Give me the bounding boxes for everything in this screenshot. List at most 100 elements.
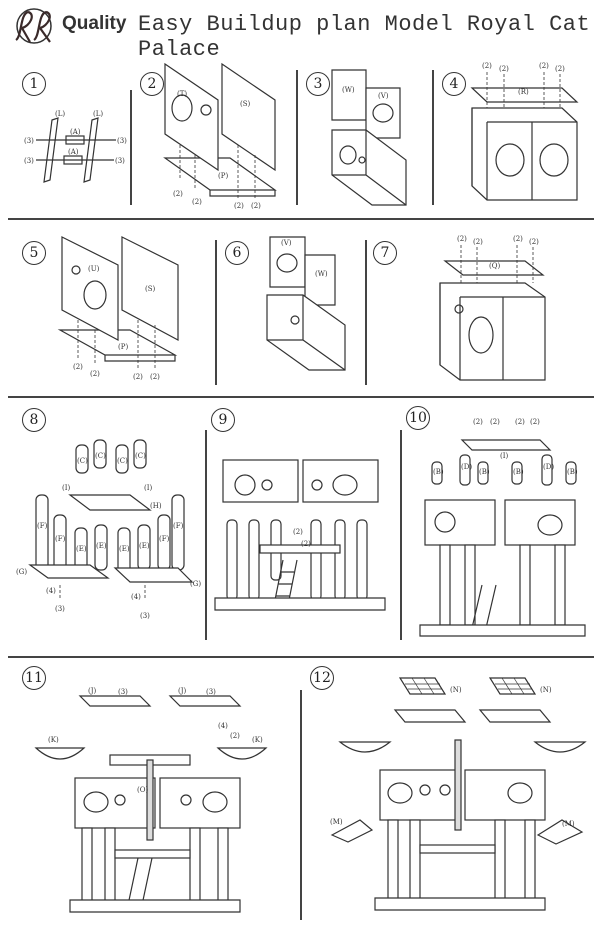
part-label: (2) xyxy=(251,202,261,210)
part-label: (2) xyxy=(539,62,549,70)
part-label: (B) xyxy=(513,468,524,476)
part-label: (V) xyxy=(281,239,292,247)
part-label: (Q) xyxy=(489,262,501,270)
part-label: (2) xyxy=(90,370,100,378)
part-label: (2) xyxy=(515,418,525,426)
column-divider xyxy=(432,70,434,205)
part-label: (C) xyxy=(77,457,88,465)
part-label: (F) xyxy=(55,535,66,543)
part-label: (M) xyxy=(330,818,343,826)
part-label: (C) xyxy=(95,452,106,460)
step-3-panel: 3 (W) (V) xyxy=(296,60,432,215)
column-divider xyxy=(300,690,302,920)
part-label: (J) xyxy=(178,687,187,695)
column-divider xyxy=(130,90,132,205)
part-label: (M) xyxy=(562,820,575,828)
part-label: (B) xyxy=(433,468,444,476)
part-label: (E) xyxy=(76,545,87,553)
brand-logo xyxy=(15,8,52,44)
part-label: (2) xyxy=(230,732,240,740)
part-label: (3) xyxy=(55,605,65,613)
part-label: (A) xyxy=(70,128,81,136)
step-5-panel: 5 (U) (S) (P) (2) (2) (2) (2) xyxy=(0,225,215,393)
step-number: 9 xyxy=(211,408,235,432)
part-label: (2) xyxy=(490,418,500,426)
part-label: (C) xyxy=(135,452,146,460)
page-title: Easy Buildup plan Model Royal Cat Palace xyxy=(138,12,591,62)
part-label: (2) xyxy=(150,373,160,381)
part-label: (E) xyxy=(119,545,130,553)
part-label: (3) xyxy=(115,157,125,165)
part-label: (2) xyxy=(73,363,83,371)
part-label: (G) xyxy=(190,580,202,588)
part-label: (4) xyxy=(218,722,228,730)
part-label: (4) xyxy=(131,593,141,601)
step-number: 4 xyxy=(442,72,466,96)
part-label: (2) xyxy=(133,373,143,381)
part-label: (F) xyxy=(173,522,184,530)
step-4-panel: 4 (R) (2) (2) (2) (2) xyxy=(432,60,600,215)
part-label: (B) xyxy=(567,468,578,476)
step-7-drawing xyxy=(439,245,546,381)
part-label: (J) xyxy=(88,687,97,695)
part-label: (O) xyxy=(137,786,149,794)
part-label: (A) xyxy=(68,148,79,156)
part-label: (P) xyxy=(218,172,229,180)
part-label: (E) xyxy=(96,542,107,550)
step-8-drawing xyxy=(28,439,194,600)
row-divider xyxy=(8,218,594,220)
step-12-drawing xyxy=(330,677,587,911)
part-label: (F) xyxy=(37,522,48,530)
part-label: (2) xyxy=(234,202,244,210)
step-11-drawing xyxy=(34,695,268,913)
part-label: (P) xyxy=(118,343,129,351)
part-label: (W) xyxy=(315,270,328,278)
part-label: (3) xyxy=(117,137,127,145)
step-3-drawing xyxy=(331,69,407,206)
step-1-drawing xyxy=(36,117,116,183)
column-divider xyxy=(205,430,207,640)
step-9-drawing xyxy=(214,459,386,611)
part-label: (E) xyxy=(139,542,150,550)
part-label: (2) xyxy=(473,418,483,426)
part-label: (2) xyxy=(482,62,492,70)
step-6-panel: 6 (V) (W) xyxy=(215,225,365,393)
part-label: (S) xyxy=(240,100,251,108)
column-divider xyxy=(215,240,217,385)
part-label: (3) xyxy=(118,688,128,696)
step-number: 12 xyxy=(310,666,334,690)
part-label: (N) xyxy=(450,686,462,694)
column-divider xyxy=(296,70,298,205)
step-9-panel: 9 (2) (2) xyxy=(205,400,400,654)
step-10-drawing xyxy=(419,439,586,637)
step-number: 6 xyxy=(225,241,249,265)
part-label: (G) xyxy=(16,568,28,576)
step-1-panel: 1 (L) (L) (A) (A) (3) (3) (3) (3) xyxy=(0,60,130,215)
part-label: (3) xyxy=(24,157,34,165)
step-number: 3 xyxy=(306,72,330,96)
part-label: (C) xyxy=(117,457,128,465)
step-number: 8 xyxy=(22,408,46,432)
part-label: (2) xyxy=(530,418,540,426)
part-label: (D) xyxy=(543,463,555,471)
part-label: (V) xyxy=(378,92,389,100)
step-number: 5 xyxy=(22,241,46,265)
part-label: (2) xyxy=(555,65,565,73)
part-label: (F) xyxy=(159,535,170,543)
step-5-drawing xyxy=(57,236,179,370)
step-number: 11 xyxy=(22,666,46,690)
part-label: (2) xyxy=(457,235,467,243)
header: Quality Easy Buildup plan Model Royal Ca… xyxy=(0,0,600,62)
part-label: (D) xyxy=(461,463,473,471)
step-8-panel: 8 (C) (C) (C) (C) (I) (I) (H) (F) (F) (E… xyxy=(0,400,205,654)
part-label: (3) xyxy=(206,688,216,696)
step-12-panel: 12 (N) (N) (M) (M) xyxy=(300,660,600,927)
part-label: (3) xyxy=(140,612,150,620)
part-label: (2) xyxy=(293,528,303,536)
part-label: (N) xyxy=(540,686,552,694)
step-6-drawing xyxy=(266,236,346,371)
step-4-drawing xyxy=(470,72,579,201)
step-number: 10 xyxy=(406,406,430,430)
step-10-panel: 10 (2) (2) (2) (2) (I) (B) (D) (B) (B) (… xyxy=(400,400,600,654)
